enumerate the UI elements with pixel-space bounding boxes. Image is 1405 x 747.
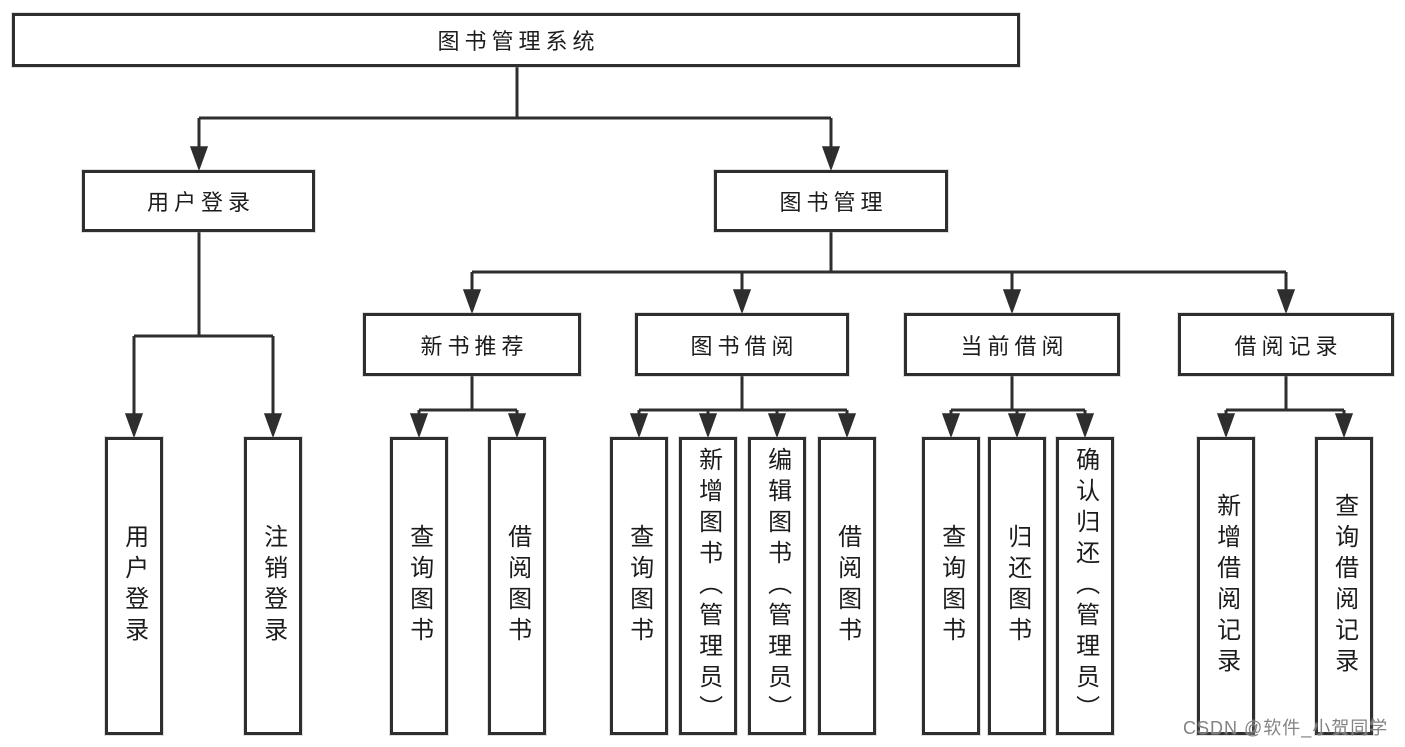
node-label: 当前借阅: [960, 333, 1069, 359]
arrow-down-icon: [698, 413, 718, 439]
arrow-down-icon: [507, 413, 527, 439]
leaf-query-borrow-record: 查询借阅记录: [1315, 437, 1373, 735]
leaf-label: 查询图书: [625, 524, 653, 648]
arrow-down-icon: [821, 146, 841, 172]
leaf-label: 查询图书: [937, 524, 965, 648]
node-library-management-system: 图书管理系统: [12, 13, 1020, 67]
node-current-borrowing: 当前借阅: [904, 313, 1120, 376]
leaf-label: 注销登录: [259, 524, 287, 648]
leaf-label: 确认归还（管理员）: [1071, 446, 1099, 726]
leaf-label: 归还图书: [1003, 524, 1031, 648]
leaf-edit-books-admin: 编辑图书（管理员）: [748, 437, 806, 735]
arrow-down-icon: [941, 413, 961, 439]
node-book-borrowing: 图书借阅: [635, 313, 849, 376]
leaf-borrow-books: 借阅图书: [818, 437, 876, 735]
node-user-login: 用户登录: [82, 170, 315, 232]
arrow-down-icon: [189, 146, 209, 172]
leaf-label: 新增借阅记录: [1212, 493, 1240, 679]
new-book-recommend-connector: [409, 376, 527, 439]
leaf-label: 查询借阅记录: [1330, 493, 1358, 679]
arrow-down-icon: [1075, 413, 1095, 439]
leaf-logout: 注销登录: [244, 437, 302, 735]
current-borrowing-connector: [941, 376, 1095, 439]
leaf-user-login: 用户登录: [105, 437, 163, 735]
arrow-down-icon: [732, 289, 752, 315]
arrow-down-icon: [124, 413, 144, 439]
arrow-down-icon: [409, 413, 429, 439]
csdn-watermark: CSDN @软件_小贺同学: [1183, 718, 1389, 738]
leaf-label: 借阅图书: [503, 524, 531, 648]
leaf-label: 新增图书（管理员）: [694, 446, 722, 726]
leaf-label: 用户登录: [120, 524, 148, 648]
node-label: 借阅记录: [1234, 333, 1343, 359]
arrow-down-icon: [1007, 413, 1027, 439]
leaf-confirm-return-admin: 确认归还（管理员）: [1056, 437, 1114, 735]
borrowing-records-connector: [1216, 376, 1354, 439]
node-label: 图书借阅: [690, 333, 799, 359]
arrow-down-icon: [462, 289, 482, 315]
arrow-down-icon: [1216, 413, 1236, 439]
arrow-down-icon: [1334, 413, 1354, 439]
leaf-add-books-admin: 新增图书（管理员）: [679, 437, 737, 735]
book-management-connector: [462, 232, 1296, 315]
leaf-label: 编辑图书（管理员）: [763, 446, 791, 726]
node-label: 新书推荐: [420, 333, 529, 359]
user-login-connector: [124, 232, 283, 439]
leaf-borrow-books: 借阅图书: [488, 437, 546, 735]
leaf-query-books: 查询图书: [922, 437, 980, 735]
node-borrowing-records: 借阅记录: [1178, 313, 1394, 376]
root-connector: [189, 67, 841, 172]
leaf-return-books: 归还图书: [988, 437, 1046, 735]
leaf-label: 借阅图书: [833, 524, 861, 648]
arrow-down-icon: [837, 413, 857, 439]
node-new-book-recommend: 新书推荐: [363, 313, 581, 376]
node-label: 图书管理系统: [437, 29, 600, 54]
node-label: 图书管理: [779, 190, 888, 215]
leaf-label: 查询图书: [405, 524, 433, 648]
arrow-down-icon: [767, 413, 787, 439]
node-book-management: 图书管理: [714, 170, 948, 232]
leaf-query-books: 查询图书: [390, 437, 448, 735]
arrow-down-icon: [1002, 289, 1022, 315]
leaf-add-borrow-record: 新增借阅记录: [1197, 437, 1255, 735]
node-label: 用户登录: [146, 190, 255, 215]
arrow-down-icon: [263, 413, 283, 439]
arrow-down-icon: [629, 413, 649, 439]
book-borrowing-connector: [629, 376, 857, 439]
arrow-down-icon: [1276, 289, 1296, 315]
leaf-query-books: 查询图书: [610, 437, 668, 735]
